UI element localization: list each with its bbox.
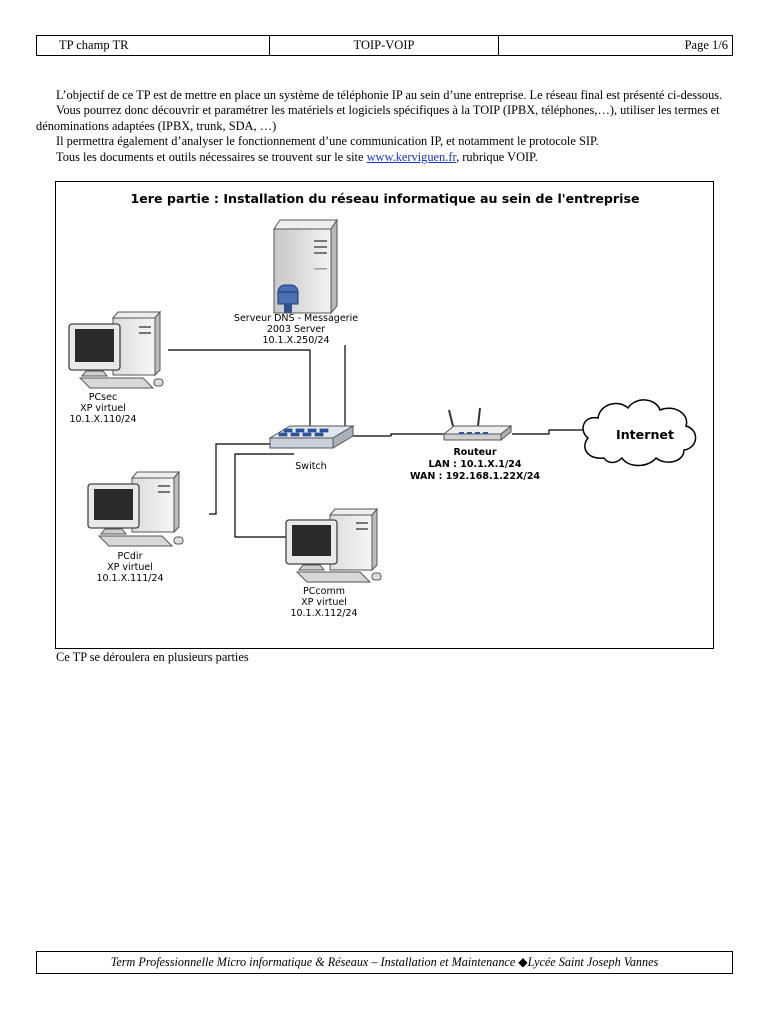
pcsec-label-name: PCsec: [89, 392, 117, 403]
intro-text: L’objectif de ce TP est de mettre en pla…: [36, 88, 726, 165]
diagram-title: 1ere partie : Installation du réseau inf…: [130, 191, 639, 206]
header-course: TP champ TR: [37, 36, 270, 55]
pcdir-label-ip: 10.1.X.111/24: [96, 573, 163, 584]
intro-paragraph-2: Vous pourrez donc découvrir et paramétre…: [36, 103, 720, 133]
cable-pcdir: [209, 443, 276, 515]
intro-p4-post: , rubrique VOIP.: [456, 149, 538, 164]
intro-p4-pre: Tous les documents et outils nécessaires…: [56, 149, 367, 164]
server-label-name: Serveur DNS - Messagerie: [234, 313, 358, 324]
switch-label: Switch: [295, 461, 326, 472]
pcsec-label-os: XP virtuel: [80, 403, 126, 414]
pcdir-label-os: XP virtuel: [107, 562, 153, 573]
network-diagram: 1ere partie : Installation du réseau inf…: [55, 181, 714, 649]
cable-pcsec: [168, 349, 311, 426]
intro-paragraph-1: L’objectif de ce TP est de mettre en pla…: [56, 88, 723, 102]
router-label-name: Routeur: [453, 447, 496, 458]
pccomm-label-name: PCcomm: [303, 586, 345, 597]
pccomm-computer-icon: [285, 507, 382, 583]
cable-pccomm: [234, 453, 294, 538]
switch-icon: [268, 425, 355, 449]
pccomm-label-os: XP virtuel: [301, 597, 347, 608]
header-title: TOIP-VOIP: [270, 36, 499, 55]
cable-internet: [512, 429, 583, 435]
kerviguen-link[interactable]: www.kerviguen.fr: [366, 149, 457, 164]
router-label-wan: WAN : 192.168.1.22X/24: [410, 471, 540, 482]
header-page-number: Page 1/6: [684, 38, 728, 52]
pcsec-computer-icon: [68, 310, 164, 389]
network-diagram-svg: 1ere partie : Installation du réseau inf…: [68, 191, 697, 619]
outro-text: Ce TP se déroulera en plusieurs parties: [56, 650, 249, 664]
internet-label: Internet: [616, 427, 674, 442]
page-header: TP champ TR TOIP-VOIP Page 1/6: [36, 35, 733, 56]
mailbox-icon: [277, 284, 299, 313]
server-icon: [273, 218, 338, 315]
router-icon: [442, 407, 513, 442]
router-label-lan: LAN : 10.1.X.1/24: [428, 459, 521, 470]
intro-paragraph-3: Il permettra également d’analyser le fon…: [56, 134, 599, 149]
network-cables: [168, 345, 583, 538]
pcdir-label-name: PCdir: [118, 551, 143, 562]
page-footer: Term Professionnelle Micro informatique …: [36, 951, 733, 974]
pcsec-label-ip: 10.1.X.110/24: [69, 414, 136, 425]
cable-router: [352, 433, 446, 437]
intro-paragraph-4: Tous les documents et outils nécessaires…: [36, 150, 726, 165]
internet-cloud-icon: [582, 399, 697, 467]
pcdir-computer-icon: [87, 470, 184, 547]
pccomm-label-ip: 10.1.X.112/24: [290, 608, 357, 619]
server-label-os: 2003 Server: [267, 324, 325, 335]
server-label-ip: 10.1.X.250/24: [262, 335, 329, 346]
